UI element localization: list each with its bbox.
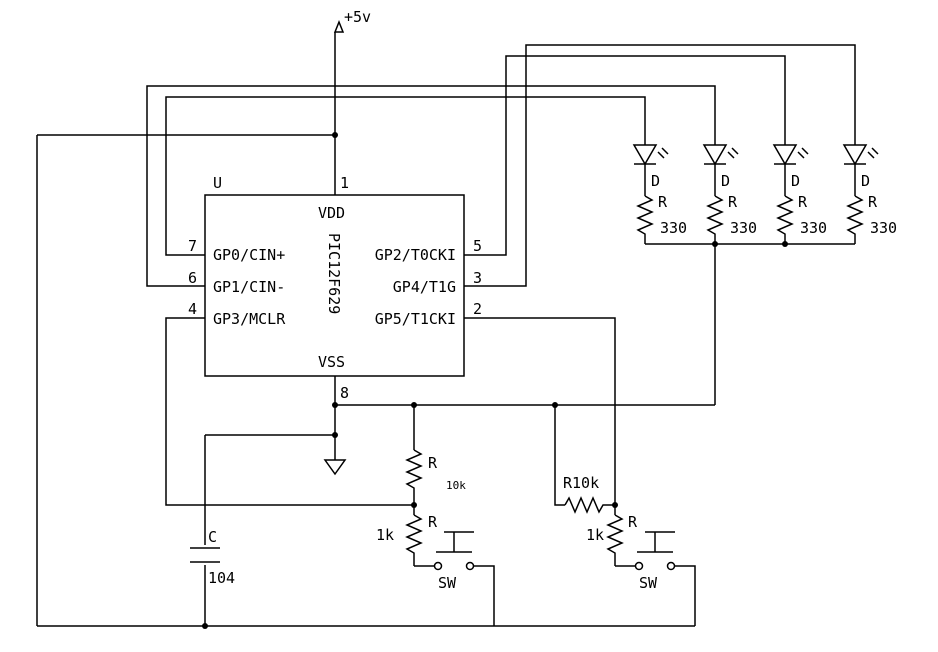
- pin-number-7: 7: [188, 237, 197, 255]
- pullup-resistor-2: [564, 496, 605, 514]
- led-1-ref: D: [651, 172, 660, 190]
- led-1-resistor-ref: R: [658, 193, 668, 211]
- led-3-resistor-ref: R: [798, 193, 808, 211]
- capacitor: C 104: [190, 528, 235, 587]
- pin-number-2: 2: [473, 300, 482, 318]
- pullup-1-value: 10k: [446, 479, 466, 492]
- led-1: D R 330: [632, 144, 687, 244]
- pin-label-gp4: GP4/T1G: [393, 278, 456, 296]
- pin-number-1: 1: [340, 174, 349, 192]
- series-1-ref: R: [428, 513, 438, 531]
- switch-1-label: SW: [438, 574, 457, 592]
- capacitor-value: 104: [208, 569, 235, 587]
- vss-label: VSS: [318, 353, 345, 371]
- ground-symbol: [323, 459, 347, 476]
- pin-number-6: 6: [188, 269, 197, 287]
- series-resistor-2: [606, 514, 624, 555]
- led-2-resistor-ref: R: [728, 193, 738, 211]
- switch-2-label: SW: [639, 574, 658, 592]
- push-switch-2: SW: [634, 531, 676, 592]
- wires: [36, 44, 856, 627]
- pin-label-gp3: GP3/MCLR: [213, 310, 286, 328]
- led-3-ref: D: [791, 172, 800, 190]
- pin-label-gp0: GP0/CIN+: [213, 246, 285, 264]
- led-3-resistor-value: 330: [800, 219, 827, 237]
- led-1-resistor-value: 330: [660, 219, 687, 237]
- led-2: D R 330: [702, 144, 757, 244]
- series-2-value: 1k: [586, 526, 604, 544]
- pin-number-4: 4: [188, 300, 197, 318]
- pullup-resistor-1: [405, 449, 423, 495]
- supply-label: +5v: [344, 8, 371, 26]
- led-2-ref: D: [721, 172, 730, 190]
- pin-number-8: 8: [340, 384, 349, 402]
- supply-symbol: +5v: [333, 8, 371, 195]
- switch-1-circuit: R 10k R 1k SW: [376, 449, 475, 592]
- series-resistor-1: [405, 514, 423, 555]
- pin-number-3: 3: [473, 269, 482, 287]
- led-4-resistor-ref: R: [868, 193, 878, 211]
- pin-label-gp1: GP1/CIN-: [213, 278, 285, 296]
- series-1-value: 1k: [376, 526, 394, 544]
- pullup-2-label: R10k: [563, 474, 599, 492]
- pullup-1-ref: R: [428, 454, 438, 472]
- led-4-ref: D: [861, 172, 870, 190]
- vdd-label: VDD: [318, 204, 345, 222]
- led-4: D R 330: [842, 144, 897, 244]
- chip-ref: U: [213, 174, 222, 192]
- led-2-resistor-value: 330: [730, 219, 757, 237]
- pin-label-gp5: GP5/T1CKI: [375, 310, 456, 328]
- led-3: D R 330: [772, 144, 827, 244]
- push-switch-1: SW: [433, 531, 475, 592]
- chip-part-label: PIC12F629: [325, 233, 343, 314]
- led-4-resistor-value: 330: [870, 219, 897, 237]
- series-2-ref: R: [628, 513, 638, 531]
- mcu-chip: U 1 VDD VSS PIC12F629 GP0/CIN+ GP1/CIN- …: [188, 174, 482, 402]
- junctions: [202, 132, 788, 629]
- pin-number-5: 5: [473, 237, 482, 255]
- switch-2-circuit: R10k R 1k SW: [563, 474, 676, 592]
- pin-label-gp2: GP2/T0CKI: [375, 246, 456, 264]
- capacitor-ref: C: [208, 528, 217, 546]
